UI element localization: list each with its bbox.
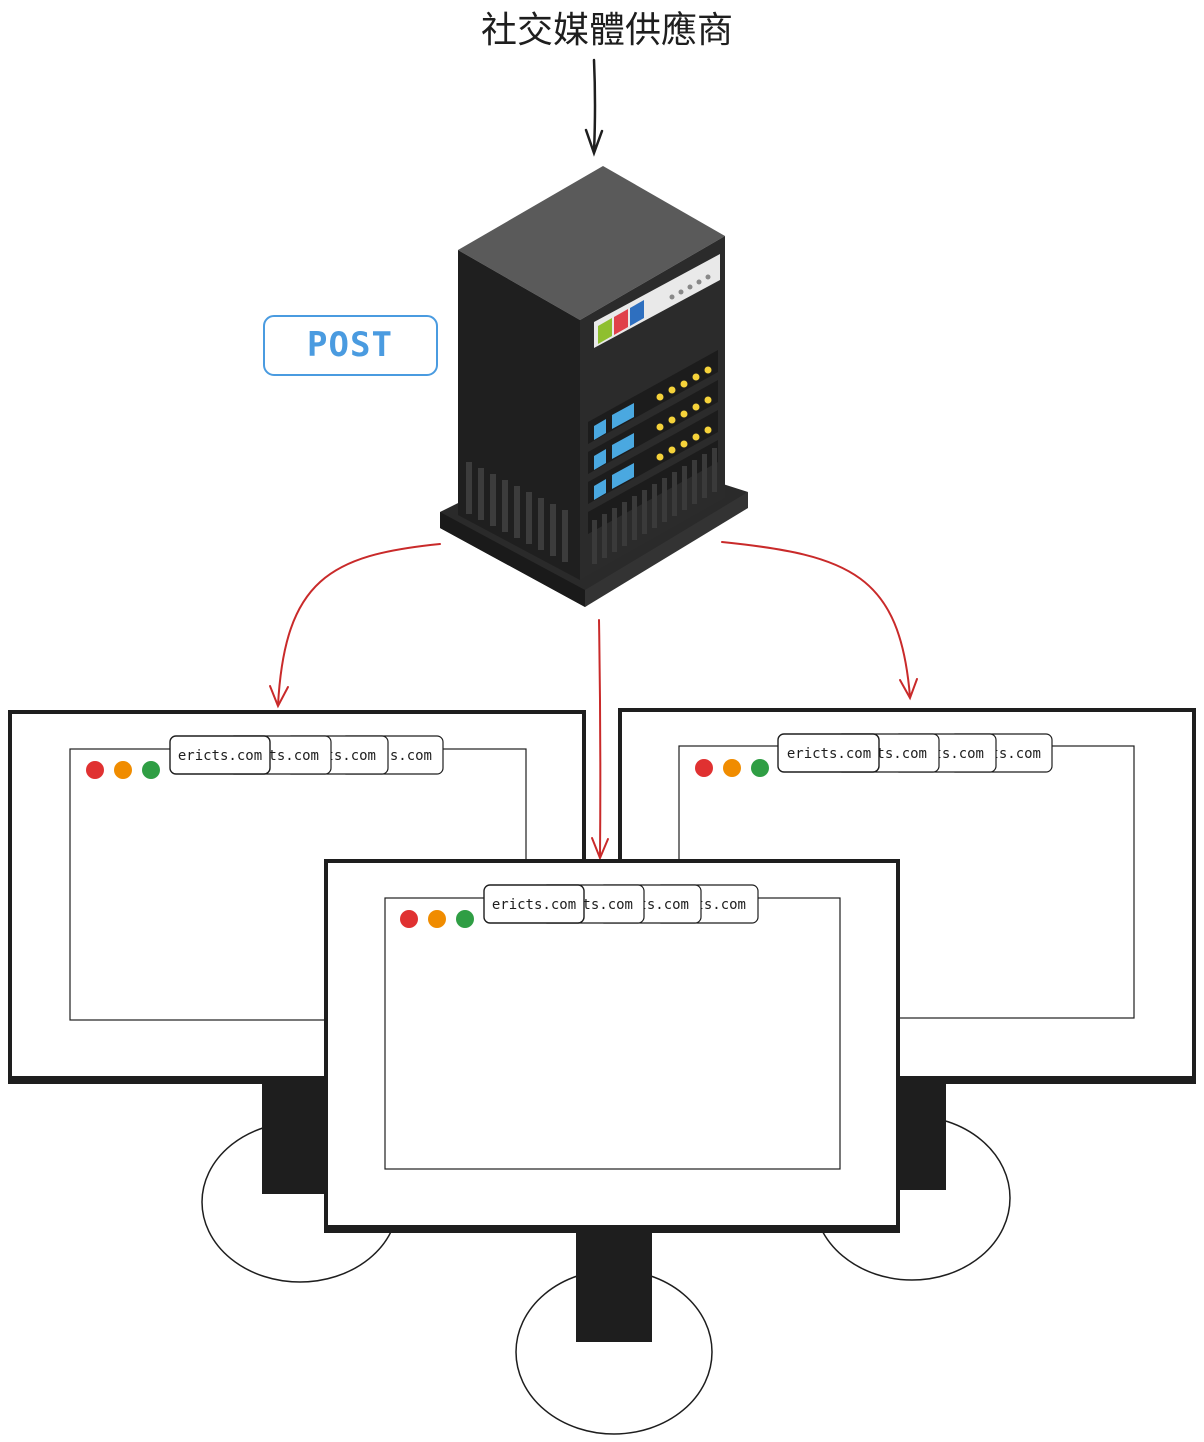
- svg-text:ericts.com: ericts.com: [492, 897, 576, 913]
- svg-text:ericts.com: ericts.com: [787, 746, 871, 762]
- browser-tab-active[interactable]: ericts.com: [483, 884, 585, 924]
- server-rack-icon: [440, 166, 748, 607]
- arrow-server-to-center-monitor: [591, 619, 609, 861]
- post-badge: POST: [263, 315, 438, 376]
- browser-tab-active[interactable]: ericts.com: [169, 735, 271, 775]
- arrow-server-to-right-monitor: [721, 541, 918, 701]
- arrow-server-to-left-monitor: [269, 543, 441, 709]
- title-label: 社交媒體供應商: [481, 10, 733, 51]
- arrow-title-to-server: [584, 58, 604, 157]
- browser-tab-active[interactable]: ericts.com: [777, 733, 880, 773]
- post-badge-label: POST: [307, 325, 393, 365]
- svg-text:ericts.com: ericts.com: [178, 748, 262, 764]
- desktop-monitor-icon: ericts.com ericts.com ericts.com ericts.…: [324, 859, 900, 1435]
